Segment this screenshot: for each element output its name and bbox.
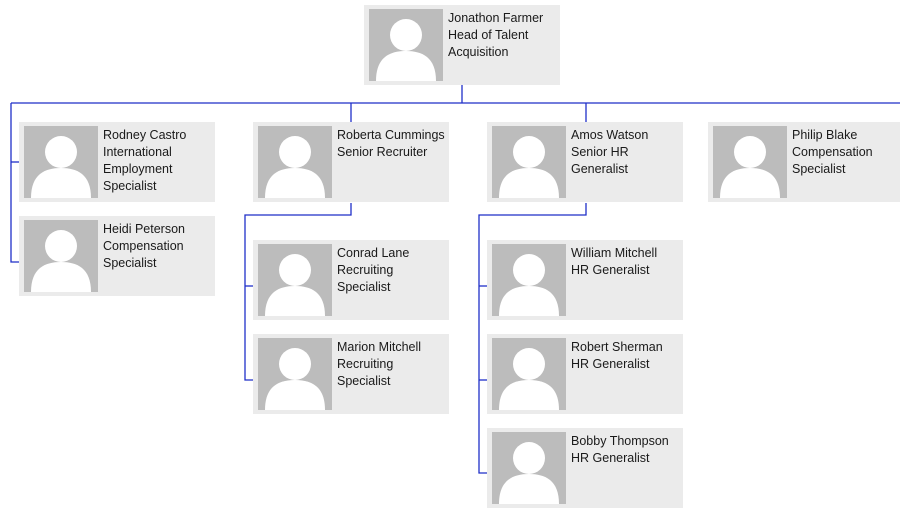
avatar bbox=[258, 244, 332, 316]
person-name: Philip Blake bbox=[792, 128, 858, 142]
card-william[interactable]: William Mitchell HR Generalist bbox=[487, 240, 683, 320]
person-icon bbox=[499, 136, 559, 198]
person-title: Recruiting Specialist bbox=[337, 357, 394, 388]
person-name: Rodney Castro bbox=[103, 128, 187, 142]
avatar bbox=[369, 9, 443, 81]
connector-roberta-sub bbox=[244, 203, 352, 381]
card-bobby[interactable]: Bobby Thompson HR Generalist bbox=[487, 428, 683, 508]
avatar bbox=[24, 126, 98, 198]
avatar bbox=[258, 126, 332, 198]
card-philip[interactable]: Philip Blake Compensation Specialist bbox=[708, 122, 900, 202]
connector-amos-sub bbox=[478, 203, 587, 474]
card-rodney[interactable]: Rodney Castro International Employment S… bbox=[19, 122, 215, 202]
avatar bbox=[258, 338, 332, 410]
person-name: Conrad Lane bbox=[337, 246, 410, 260]
card-heidi[interactable]: Heidi Peterson Compensation Specialist bbox=[19, 216, 215, 296]
person-name: Marion Mitchell bbox=[337, 340, 422, 354]
person-icon bbox=[499, 254, 559, 316]
person-title: Compensation Specialist bbox=[103, 239, 184, 270]
person-title: HR Generalist bbox=[571, 263, 650, 277]
person-icon bbox=[720, 136, 780, 198]
person-icon bbox=[265, 348, 325, 410]
person-name: Amos Watson bbox=[571, 128, 649, 142]
person-icon bbox=[376, 19, 436, 81]
card-robert[interactable]: Robert Sherman HR Generalist bbox=[487, 334, 683, 414]
card-conrad[interactable]: Conrad Lane Recruiting Specialist bbox=[253, 240, 449, 320]
person-title: International Employment Specialist bbox=[103, 145, 173, 193]
card-head[interactable]: Jonathon Farmer Head of Talent Acquisiti… bbox=[364, 5, 560, 85]
person-title: Senior HR Generalist bbox=[571, 145, 629, 176]
avatar bbox=[713, 126, 787, 198]
person-name: William Mitchell bbox=[571, 246, 658, 260]
person-name: Jonathon Farmer bbox=[448, 11, 544, 25]
card-amos[interactable]: Amos Watson Senior HR Generalist bbox=[487, 122, 683, 202]
avatar bbox=[492, 126, 566, 198]
card-roberta[interactable]: Roberta Cummings Senior Recruiter bbox=[253, 122, 449, 202]
person-title: Head of Talent Acquisition bbox=[448, 28, 529, 59]
avatar bbox=[492, 432, 566, 504]
connector-left-branch bbox=[10, 103, 19, 263]
avatar bbox=[492, 244, 566, 316]
person-icon bbox=[31, 230, 91, 292]
person-icon bbox=[265, 136, 325, 198]
person-name: Bobby Thompson bbox=[571, 434, 669, 448]
person-name: Heidi Peterson bbox=[103, 222, 185, 236]
avatar bbox=[24, 220, 98, 292]
person-name: Robert Sherman bbox=[571, 340, 663, 354]
card-marion[interactable]: Marion Mitchell Recruiting Specialist bbox=[253, 334, 449, 414]
person-icon bbox=[31, 136, 91, 198]
person-icon bbox=[499, 442, 559, 504]
person-icon bbox=[265, 254, 325, 316]
person-icon bbox=[499, 348, 559, 410]
person-title: Senior Recruiter bbox=[337, 145, 428, 159]
person-name: Roberta Cummings bbox=[337, 128, 445, 142]
person-title: Recruiting Specialist bbox=[337, 263, 394, 294]
person-title: HR Generalist bbox=[571, 357, 650, 371]
avatar bbox=[492, 338, 566, 410]
person-title: Compensation Specialist bbox=[792, 145, 873, 176]
person-title: HR Generalist bbox=[571, 451, 650, 465]
